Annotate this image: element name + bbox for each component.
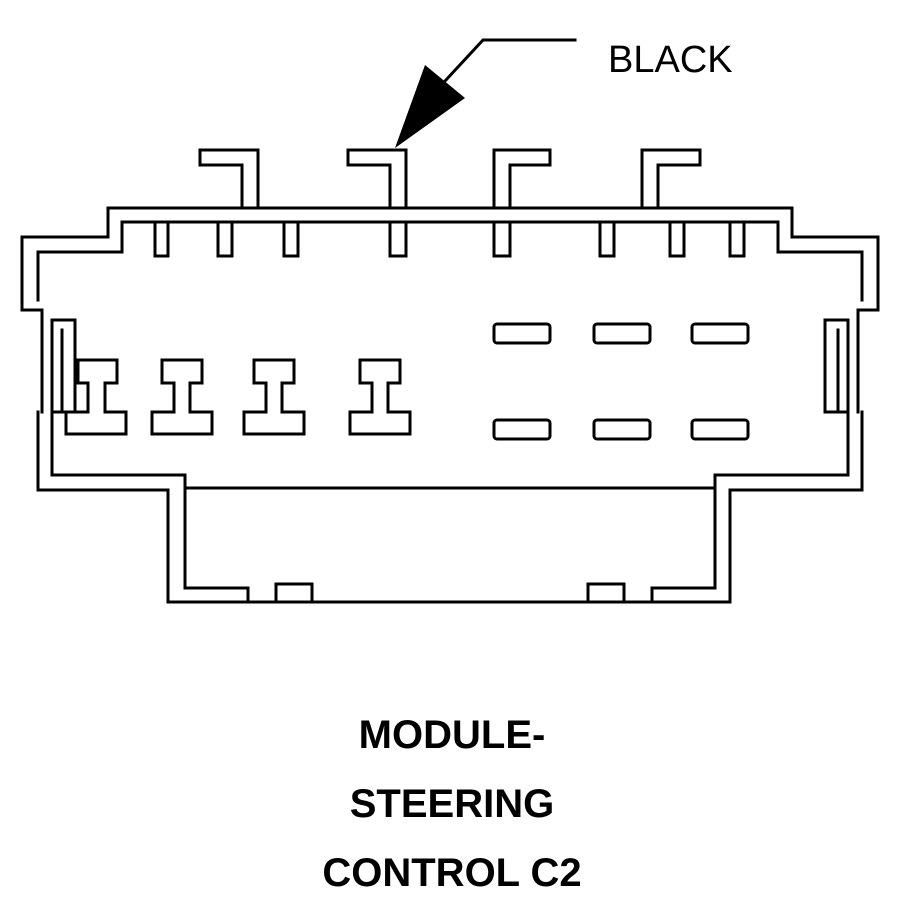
callout-label: BLACK (608, 39, 733, 81)
callout-arrow (395, 38, 577, 148)
caption-line-2: STEERING (350, 782, 554, 826)
terminal-cavity (690, 322, 750, 345)
caption-line-1: MODULE- (359, 713, 546, 757)
caption-line-3: CONTROL C2 (322, 851, 581, 895)
terminal-cavities-small (492, 322, 750, 441)
terminal-cavity (592, 418, 652, 441)
terminal-cavity (492, 322, 552, 345)
bottom-keys (274, 582, 626, 604)
terminal-cavity (492, 418, 552, 441)
side-latches (50, 318, 850, 414)
terminal-cavity (150, 358, 214, 436)
terminal-cavity (592, 322, 652, 345)
terminal-cavity (64, 358, 128, 436)
top-slots (153, 220, 746, 258)
terminal-cavity (242, 358, 306, 436)
terminal-cavity (348, 358, 412, 436)
connector-body (20, 206, 880, 604)
top-latches (198, 148, 702, 210)
terminal-cavity (690, 418, 750, 441)
terminal-cavities-large (64, 358, 412, 436)
